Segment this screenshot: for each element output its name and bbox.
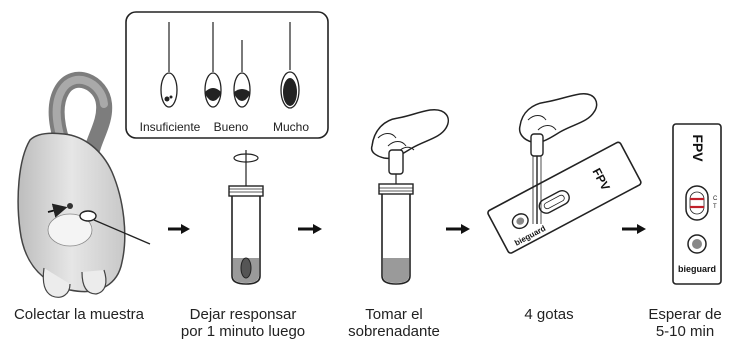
swab-good-2 [233,40,251,108]
step-arrow-1 [168,224,190,234]
step-arrow-4 [622,224,646,234]
mark-c: C [713,196,718,202]
cat-illustration [17,71,151,298]
inset-label-much: Mucho [273,120,309,134]
step-label-collect: Colectar la muestra [13,306,145,323]
step-label-drops: 4 gotas [524,306,574,323]
step-arrow-3 [446,224,470,234]
swab-good-1 [204,22,222,108]
mark-t: T [713,204,717,210]
test-device: FPV C T bieguard [672,123,722,285]
swab-insufficient [160,22,178,108]
tube-with-swab [228,150,264,285]
swab-much [280,22,300,109]
inset-label-good: Bueno [214,120,249,134]
device-label: FPV [690,134,706,162]
dropping-sample: FPV bieguard [487,93,642,254]
inset-label-insufficient: Insuficiente [140,120,201,134]
step-label-supernatant: Tomar el sobrenadante [348,306,440,340]
swab-sample-inset: Insuficiente Bueno Mucho [125,11,329,139]
hand-holding-tube [370,109,450,285]
step-label-wait: Esperar de 5-10 min [648,306,722,340]
step-arrow-2 [298,224,322,234]
step-label-react: Dejar responsar por 1 minuto luego [180,306,306,340]
device-brand: bieguard [678,264,716,274]
